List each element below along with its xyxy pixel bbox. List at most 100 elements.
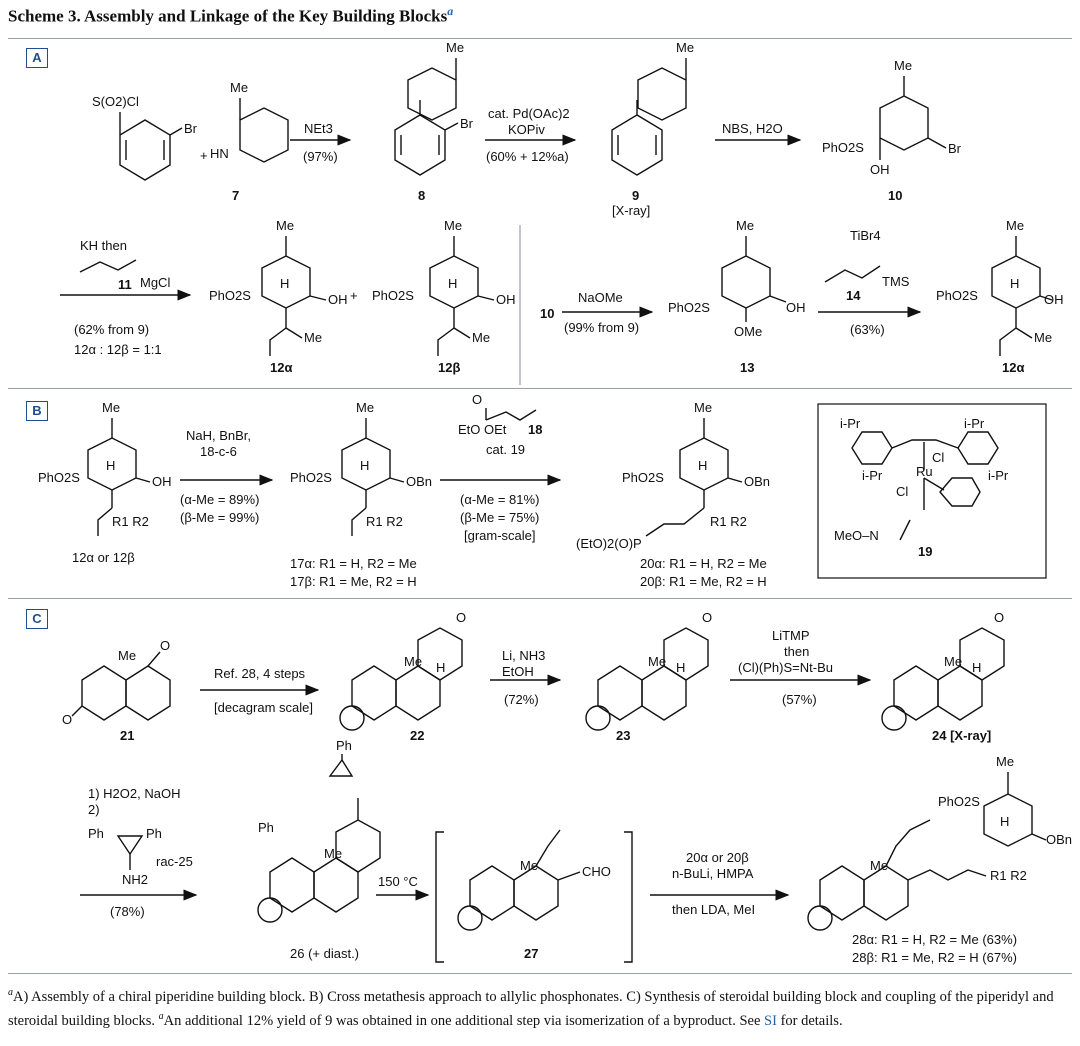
c20-phso2: PhO2S	[622, 470, 664, 485]
c-r3-line2: then	[784, 644, 809, 659]
rule-bc	[8, 598, 1072, 599]
c28b-label: 28β: R1 = Me, R2 = H (67%)	[852, 950, 1017, 965]
reagent-18: O EtO OEt 18	[458, 392, 542, 437]
c28-phso2: PhO2S	[938, 794, 980, 809]
molecule-28: Me Me PhO2S OBn H R1 R2	[807, 754, 1072, 931]
c-r2-line1: Li, NH3	[502, 648, 545, 663]
rule-bottom	[8, 973, 1072, 974]
label-27: 27	[524, 946, 538, 961]
label-9: 9	[632, 188, 639, 203]
scheme-footnote: aA) Assembly of a chiral piperidine buil…	[8, 983, 1072, 1031]
c20-me: Me	[694, 400, 712, 415]
label-13: 13	[740, 360, 754, 375]
cat-ipr-2: i-Pr	[964, 416, 985, 431]
molecule-7: Me HN	[210, 80, 289, 163]
label-7: 7	[232, 188, 239, 203]
c-r6-line2: n-BuLi, HMPA	[672, 866, 754, 881]
c12b-me2: Me	[472, 330, 490, 345]
c20-h: H	[698, 458, 707, 473]
b-r2-cmpd: 18	[528, 422, 542, 437]
c28-me2: Me	[996, 754, 1014, 769]
c22-me: Me	[404, 654, 422, 669]
c-r6-line1: 20α or 20β	[686, 850, 749, 865]
molecule-21: Me O O	[62, 638, 171, 727]
rule-top	[8, 38, 1072, 39]
c-r2-line2: EtOH	[502, 664, 534, 679]
c17-me: Me	[356, 400, 374, 415]
molecule-26: Me Ph Ph	[257, 738, 381, 923]
c20-r: R1 R2	[710, 514, 747, 529]
a-r6-tms: TMS	[882, 274, 910, 289]
c28-obn: OBn	[1046, 832, 1072, 847]
molecule-12a-right: Me PhO2S OH H Me	[936, 218, 1064, 356]
a-r5-start: 10	[540, 306, 554, 321]
b-start-me: Me	[102, 400, 120, 415]
b-r2-yield-b: (β-Me = 75%)	[460, 510, 539, 525]
c9-xray: [X-ray]	[612, 203, 650, 218]
c7-me: Me	[230, 80, 248, 95]
plus-sign: +	[200, 148, 208, 163]
c12a-me2: Me	[304, 330, 322, 345]
b-start-label: 12α or 12β	[72, 550, 135, 565]
c27-cho: CHO	[582, 864, 611, 879]
catalyst-label: 19	[918, 544, 932, 559]
a-r4-cmpd: 11	[118, 277, 132, 292]
c-r1-line1: Ref. 28, 4 steps	[214, 666, 306, 681]
b-start-oh: OH	[152, 474, 172, 489]
c13-phso2: PhO2S	[668, 300, 710, 315]
c20b-label: 20β: R1 = Me, R2 = H	[640, 574, 767, 589]
label-12a-right: 12α	[1002, 360, 1024, 375]
c28-h: H	[1000, 814, 1009, 829]
c28-r: R1 R2	[990, 868, 1027, 883]
label-8: 8	[418, 188, 425, 203]
catalyst-19-box	[817, 403, 1047, 579]
c-r4-yield: (78%)	[110, 904, 145, 919]
panel-label-c: C	[26, 609, 48, 629]
sm-sulfonyl-label: S(O2)Cl	[92, 94, 139, 109]
a-r2-line1: cat. Pd(OAc)2	[488, 106, 570, 121]
c24-me: Me	[944, 654, 962, 669]
a-r6-line1: TiBr4	[850, 228, 881, 243]
c8-br: Br	[460, 116, 474, 131]
c-r5-reagent: 150 °C	[378, 874, 418, 889]
sm-br-label: Br	[184, 121, 198, 136]
molecule-10: Me PhO2S Br OH	[822, 58, 962, 177]
si-link[interactable]: SI	[764, 1012, 777, 1029]
c12b-phso2: PhO2S	[372, 288, 414, 303]
panel-label-b: B	[26, 401, 48, 421]
c21-o1: O	[160, 638, 170, 653]
c20-obn: OBn	[744, 474, 770, 489]
c10-phso2: PhO2S	[822, 140, 864, 155]
cat-ipr-3: i-Pr	[862, 468, 883, 483]
a-r3-reagent: NBS, H2O	[722, 121, 783, 136]
c24-h: H	[972, 660, 981, 675]
footnote-marker-2: a	[158, 1010, 164, 1022]
footnote-marker: a	[8, 987, 13, 998]
c20a-label: 20α: R1 = H, R2 = Me	[640, 556, 767, 571]
c22-h: H	[436, 660, 445, 675]
molecule-13: Me PhO2S OH OMe	[668, 218, 806, 339]
cat-ru: Ru	[916, 464, 933, 479]
b-r1-yield-a: (α-Me = 89%)	[180, 492, 259, 507]
b-r1-line1: NaH, BnBr,	[186, 428, 251, 443]
c-r1-line2: [decagram scale]	[214, 700, 313, 715]
c10-me: Me	[894, 58, 912, 73]
molecule-20: Me PhO2S OBn H R1 R2 (EtO)2(O)P	[576, 400, 770, 551]
c12ar-h: H	[1010, 276, 1019, 291]
c12a-phso2: PhO2S	[209, 288, 251, 303]
c13-ome: OMe	[734, 324, 762, 339]
c-r3-yield: (57%)	[782, 692, 817, 707]
c12b-h: H	[448, 276, 457, 291]
footnote-tail: for details.	[776, 1012, 843, 1029]
cat-ipr-4: i-Pr	[988, 468, 1009, 483]
c25-ph1: Ph	[88, 826, 104, 841]
c26-ph1: Ph	[336, 738, 352, 753]
c22-o: O	[456, 610, 466, 625]
b-r1-yield-b: (β-Me = 99%)	[180, 510, 259, 525]
panel-label-a: A	[26, 48, 48, 68]
c12ar-phso2: PhO2S	[936, 288, 978, 303]
c12b-oh: OH	[496, 292, 516, 307]
a-r4-line1: KH then	[80, 238, 127, 253]
c-r6-line3: then LDA, MeI	[672, 902, 755, 917]
